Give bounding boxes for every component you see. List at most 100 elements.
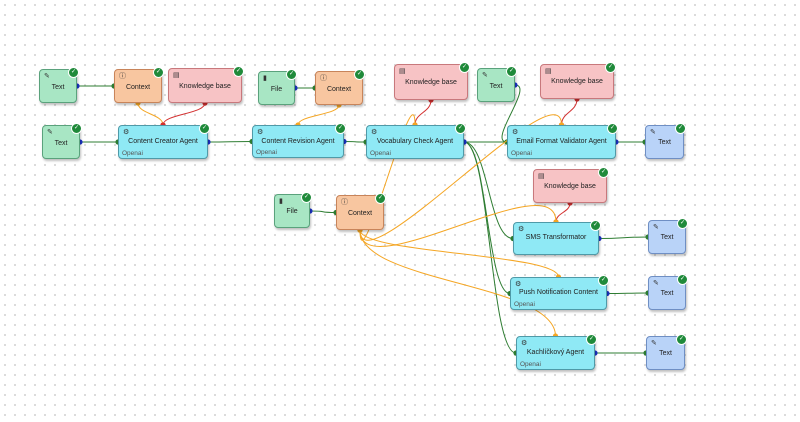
check-icon: ✓ bbox=[71, 123, 82, 134]
edge-kb1-agent1[interactable] bbox=[162, 102, 206, 126]
node-agent5[interactable]: ⚙ ✓ SMS Transformator bbox=[513, 220, 601, 255]
node-kb3[interactable]: ▤ ✓ Knowledge base bbox=[540, 62, 616, 99]
node-text2[interactable]: ✎ ✓ Text bbox=[477, 66, 517, 102]
node-provider: Openai bbox=[511, 150, 532, 157]
check-icon: ✓ bbox=[354, 69, 365, 80]
node-agent6[interactable]: ⚙ ✓ Push Notification Content Openai bbox=[510, 275, 609, 310]
node-label: Text bbox=[658, 139, 671, 146]
pencil-icon: ✎ bbox=[482, 72, 488, 79]
edge-kb2-agent3[interactable] bbox=[414, 99, 432, 126]
node-provider: Openai bbox=[256, 149, 277, 156]
node-out2[interactable]: ✎ ✓ Text bbox=[648, 218, 688, 254]
check-icon: ✓ bbox=[675, 123, 686, 134]
node-kb4[interactable]: ▤ ✓ Knowledge base bbox=[533, 167, 609, 203]
robot-icon: ⚙ bbox=[512, 129, 519, 136]
node-label: Email Format Validator Agent bbox=[516, 138, 607, 145]
edge-agent1-agent2[interactable] bbox=[207, 141, 253, 143]
edge-agent3-agent5[interactable] bbox=[463, 141, 514, 239]
book-icon: ▤ bbox=[538, 173, 545, 180]
edge-kb3-agent4[interactable] bbox=[561, 98, 578, 126]
book-icon: ▤ bbox=[173, 72, 180, 79]
edge-agent6-out3[interactable] bbox=[606, 292, 649, 294]
file-icon: ▮ bbox=[279, 198, 283, 205]
robot-icon: ⚙ bbox=[371, 129, 378, 136]
edge-context1-agent1[interactable] bbox=[137, 102, 164, 126]
node-text3[interactable]: ✎ ✓ Text bbox=[42, 123, 82, 159]
node-label: File bbox=[286, 208, 298, 215]
pencil-icon: ✎ bbox=[653, 224, 659, 231]
check-icon: ✓ bbox=[598, 275, 609, 286]
node-label: Text bbox=[54, 140, 68, 147]
pencil-icon: ✎ bbox=[653, 280, 659, 287]
node-label: SMS Transformator bbox=[525, 234, 587, 241]
pencil-icon: ✎ bbox=[651, 340, 657, 347]
node-file1[interactable]: ▮ ✓ File bbox=[258, 69, 297, 105]
node-agent4[interactable]: ⚙ ✓ Email Format Validator Agent Openai bbox=[507, 123, 618, 159]
node-out4[interactable]: ✎ ✓ Text bbox=[646, 334, 687, 370]
check-icon: ✓ bbox=[455, 123, 466, 134]
robot-icon: ⚙ bbox=[515, 281, 522, 288]
edge-kb4-agent5[interactable] bbox=[555, 202, 571, 223]
check-icon: ✓ bbox=[677, 274, 688, 285]
node-context2[interactable]: ⓘ ✓ Context bbox=[315, 69, 365, 105]
info-icon: ⓘ bbox=[119, 73, 126, 80]
edge-context2-agent2[interactable] bbox=[297, 104, 340, 126]
node-provider: Openai bbox=[520, 361, 541, 368]
pencil-icon: ✎ bbox=[650, 129, 656, 136]
check-icon: ✓ bbox=[605, 62, 616, 73]
node-label: Push Notification Content bbox=[519, 289, 598, 296]
node-label: Knowledge base bbox=[179, 83, 231, 90]
node-kb2[interactable]: ▤ ✓ Knowledge base bbox=[394, 62, 470, 100]
node-out3[interactable]: ✎ ✓ Text bbox=[648, 274, 688, 310]
node-agent7[interactable]: ⚙ ✓ Kachlíčkový Agent Openai bbox=[516, 334, 597, 370]
check-icon: ✓ bbox=[301, 192, 312, 203]
node-text1[interactable]: ✎ ✓ Text bbox=[39, 67, 79, 103]
check-icon: ✓ bbox=[506, 66, 517, 77]
book-icon: ▤ bbox=[399, 68, 406, 75]
check-icon: ✓ bbox=[590, 220, 601, 231]
check-icon: ✓ bbox=[375, 193, 386, 204]
check-icon: ✓ bbox=[607, 123, 618, 134]
edge-agent5-out2[interactable] bbox=[598, 236, 649, 239]
node-label: Knowledge base bbox=[405, 79, 457, 86]
node-context3[interactable]: ⓘ ✓ Context bbox=[336, 193, 386, 230]
node-label: Context bbox=[347, 210, 373, 217]
node-label: Knowledge base bbox=[544, 183, 596, 190]
node-kb1[interactable]: ▤ ✓ Knowledge base bbox=[168, 66, 244, 103]
node-file2[interactable]: ▮ ✓ File bbox=[274, 192, 312, 228]
check-icon: ✓ bbox=[586, 334, 597, 345]
info-icon: ⓘ bbox=[320, 75, 327, 82]
edge-agent2-agent3[interactable] bbox=[343, 141, 367, 143]
edge-file2-context3[interactable] bbox=[309, 210, 337, 213]
node-context1[interactable]: ⓘ ✓ Context bbox=[114, 67, 164, 103]
info-icon: ⓘ bbox=[341, 199, 348, 206]
check-icon: ✓ bbox=[335, 123, 346, 134]
file-icon: ▮ bbox=[263, 75, 267, 82]
node-provider: Openai bbox=[122, 150, 143, 157]
robot-icon: ⚙ bbox=[123, 129, 130, 136]
node-label: Context bbox=[125, 84, 151, 91]
edge-agent3-agent6[interactable] bbox=[463, 141, 511, 294]
node-label: Kachlíčkový Agent bbox=[526, 349, 585, 356]
node-agent2[interactable]: ⚙ ✓ Content Revision Agent Openai bbox=[252, 123, 346, 158]
node-label: Knowledge base bbox=[551, 78, 603, 85]
node-label: Content Revision Agent bbox=[261, 138, 335, 145]
node-agent1[interactable]: ⚙ ✓ Content Creator Agent Openai bbox=[118, 123, 210, 159]
book-icon: ▤ bbox=[545, 68, 552, 75]
check-icon: ✓ bbox=[459, 62, 470, 73]
robot-icon: ⚙ bbox=[257, 129, 264, 136]
check-icon: ✓ bbox=[153, 67, 164, 78]
node-label: Text bbox=[489, 83, 503, 90]
node-label: Context bbox=[326, 86, 352, 93]
check-icon: ✓ bbox=[676, 334, 687, 345]
robot-icon: ⚙ bbox=[518, 226, 525, 233]
pencil-icon: ✎ bbox=[47, 129, 53, 136]
node-label: File bbox=[270, 86, 283, 93]
check-icon: ✓ bbox=[233, 66, 244, 77]
check-icon: ✓ bbox=[286, 69, 297, 80]
edge-agent3-agent7[interactable] bbox=[463, 141, 517, 354]
node-out1[interactable]: ✎ ✓ Text bbox=[645, 123, 686, 159]
node-agent3[interactable]: ⚙ ✓ Vocabulary Check Agent Openai bbox=[366, 123, 466, 159]
node-label: Vocabulary Check Agent bbox=[376, 138, 454, 145]
